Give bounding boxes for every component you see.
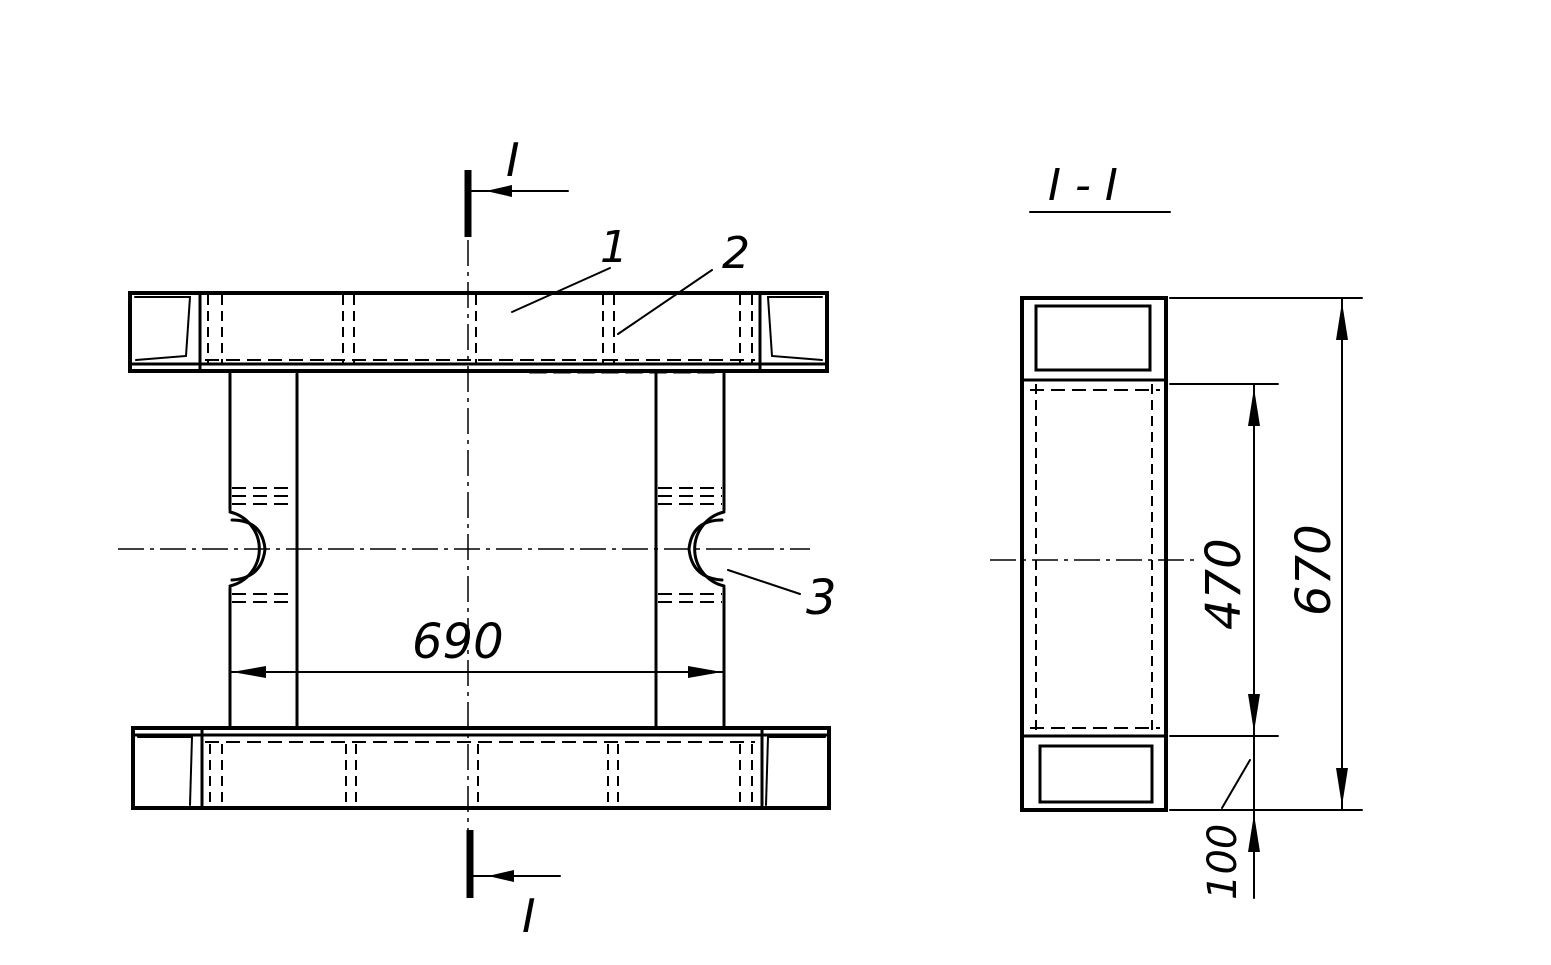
section-mark-bottom: I [522, 889, 536, 943]
top-rail [128, 291, 829, 374]
section-mark-top: I [506, 133, 520, 187]
dimension-total-height-label: 670 [1286, 524, 1342, 616]
dimension-width-label: 690 [412, 614, 504, 670]
leader-item-3 [727, 569, 801, 595]
section-view-title: I - I [1048, 160, 1118, 211]
section-view [990, 296, 1363, 899]
dimension-rail-thickness-label: 100 [1200, 824, 1246, 900]
callout-2: 2 [722, 228, 750, 279]
plan-view [118, 170, 831, 898]
dimension-width [229, 666, 725, 678]
callout-3: 3 [806, 570, 837, 626]
section-cut-bottom [466, 830, 561, 898]
dimension-total-height [1336, 297, 1348, 811]
section-cut-top [464, 170, 569, 237]
dimension-inner-height-label: 470 [1196, 538, 1252, 630]
dimension-inner-height [1221, 383, 1260, 899]
leader-item-1 [511, 267, 611, 313]
callout-1: 1 [600, 222, 628, 273]
right-post [654, 372, 726, 730]
bottom-rail [131, 726, 831, 810]
leader-item-2 [617, 269, 713, 335]
